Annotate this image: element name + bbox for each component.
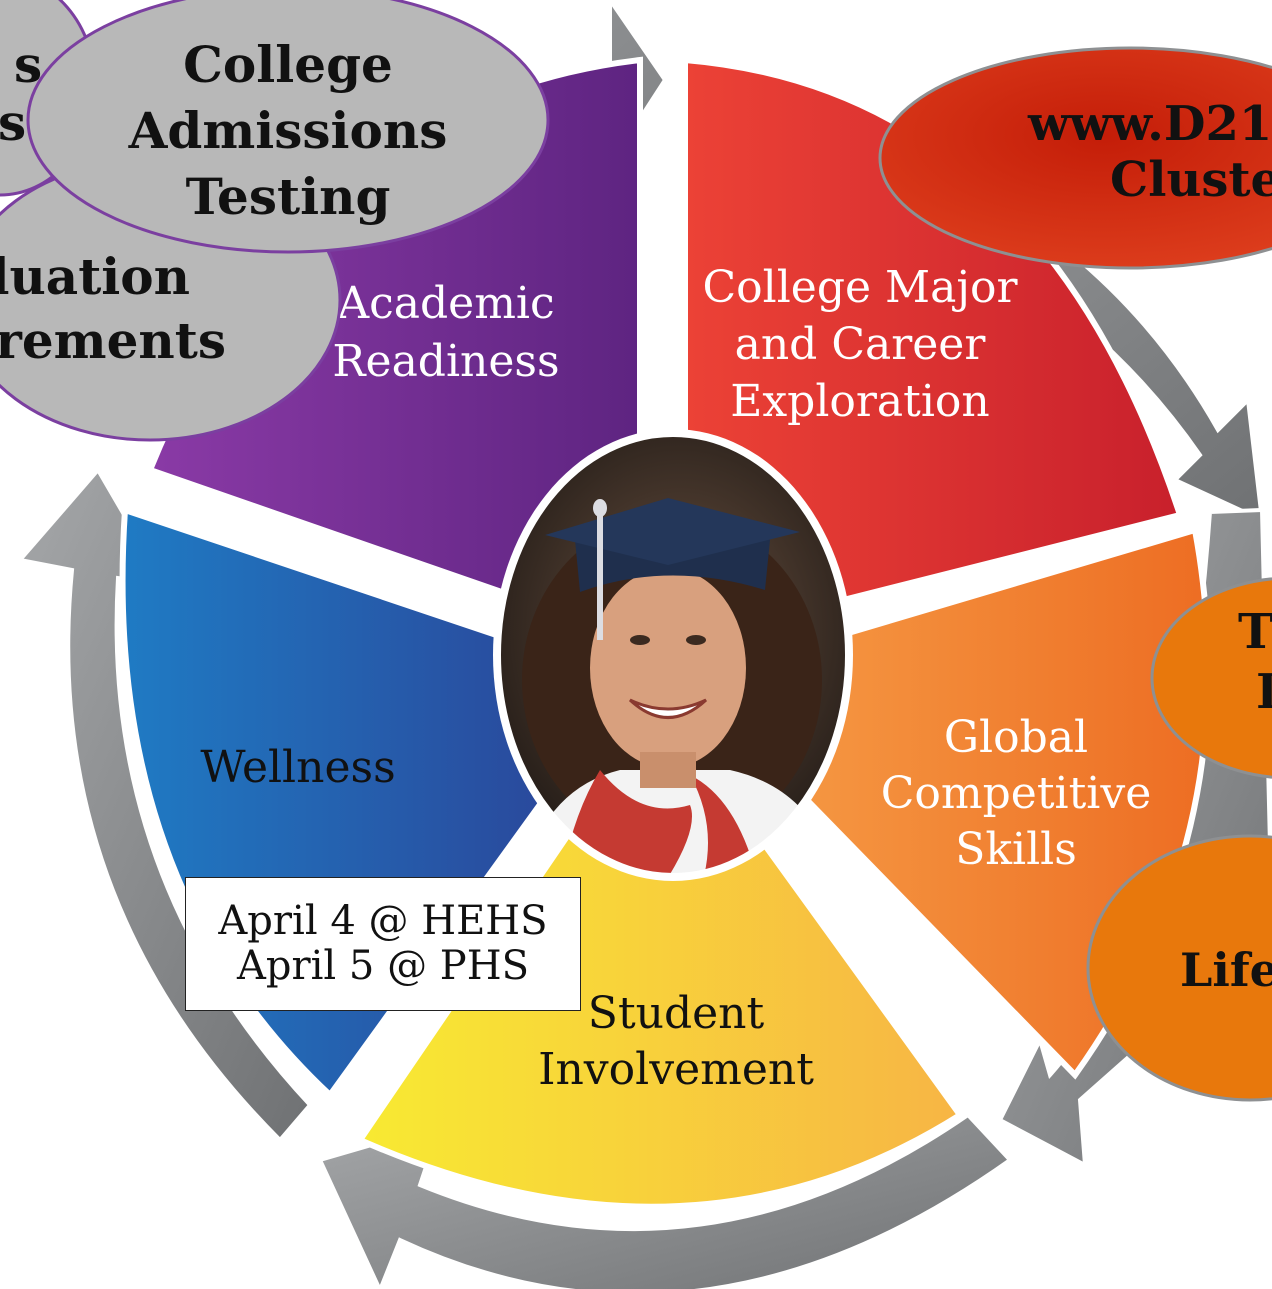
- label-global-2: Competitive: [881, 768, 1152, 819]
- bubble-website[interactable]: www.D21 Cluste: [878, 46, 1272, 270]
- label-college-3: Exploration: [730, 376, 990, 427]
- event-dates-box: April 4 @ HEHS April 5 @ PHS: [185, 877, 581, 1011]
- bubble-orange-top: T I: [1150, 577, 1272, 779]
- segment-student-involvement[interactable]: [355, 694, 965, 1210]
- bubble-graduation-text-1: duation: [0, 247, 190, 306]
- bubble-website-text-2: Cluste: [1110, 152, 1272, 208]
- bubble-website-text-1: www.D21: [1027, 96, 1272, 152]
- bubble-graduation-text-2: irements: [0, 311, 226, 370]
- bubble-orange-top-text-1: T: [1238, 604, 1272, 660]
- label-student-2: Involvement: [538, 1044, 814, 1095]
- label-wellness: Wellness: [200, 742, 395, 793]
- bubble-orange-bottom: Life: [1086, 834, 1272, 1102]
- label-college-2: and Career: [735, 319, 987, 370]
- bubble-partial-left-text-2: s: [0, 93, 26, 152]
- segment-labels: Academic Readiness College Major and Car…: [200, 262, 1151, 1095]
- event-date-2: April 5 @ PHS: [237, 943, 529, 989]
- bubble-orange-bottom-text: Life: [1180, 943, 1272, 997]
- label-academic-2: Readiness: [332, 336, 559, 387]
- label-college-1: College Major: [703, 262, 1019, 313]
- bubble-admissions-testing: College Admissions Testing: [26, 0, 550, 254]
- label-global-1: Global: [944, 712, 1088, 763]
- bubble-admissions-text-3: Testing: [186, 167, 391, 226]
- bubble-admissions-text-2: Admissions: [128, 101, 448, 160]
- event-date-1: April 4 @ HEHS: [218, 898, 548, 945]
- arrow-bottom: [317, 1112, 1014, 1289]
- graduate-photo: [493, 429, 853, 881]
- bubble-orange-top-text-2: I: [1256, 664, 1272, 720]
- bubble-admissions-text-1: College: [183, 35, 393, 94]
- label-academic-1: Academic: [336, 278, 554, 329]
- label-student-1: Student: [588, 988, 765, 1039]
- label-global-3: Skills: [955, 824, 1077, 875]
